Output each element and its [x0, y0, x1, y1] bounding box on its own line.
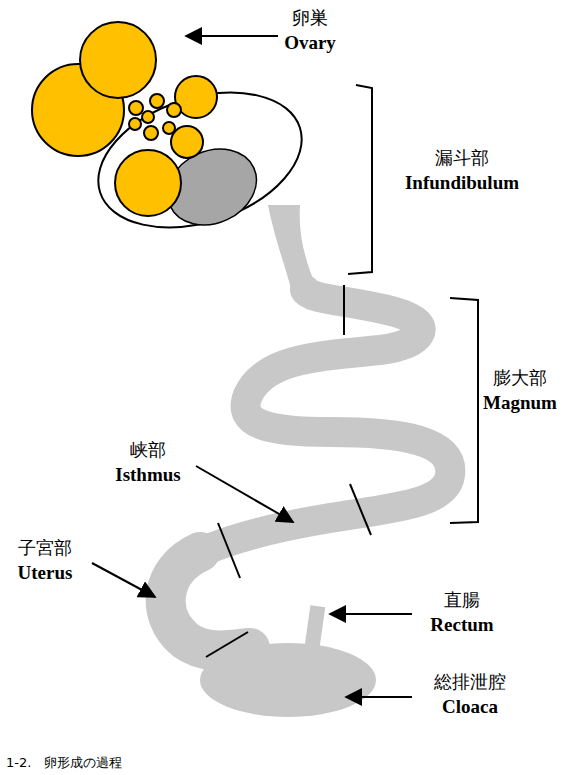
part-name: 漏斗部 [435, 148, 489, 169]
part-name: 子宮部 [18, 538, 72, 559]
part-name: Ovary [284, 32, 336, 54]
part-name: Cloaca [442, 696, 498, 718]
part-name: 卵巣 [292, 8, 328, 29]
figure-caption: 1-2. 卵形成の過程 [6, 754, 122, 772]
part-name: 直腸 [444, 590, 480, 611]
part-name: 峡部 [130, 440, 166, 461]
part-name: 総排泄腔 [434, 672, 506, 693]
leader-arrow [92, 36, 412, 697]
part-name: Magnum [483, 392, 557, 414]
part-name: Isthmus [115, 464, 180, 486]
section-boundary [206, 285, 371, 657]
oviduct-tube [166, 290, 451, 717]
part-name: Uterus [18, 562, 73, 584]
part-name: Rectum [430, 614, 493, 636]
ovary-follicles [32, 22, 217, 216]
part-name: Infundibulum [405, 172, 519, 194]
part-name: 膨大部 [493, 368, 547, 389]
